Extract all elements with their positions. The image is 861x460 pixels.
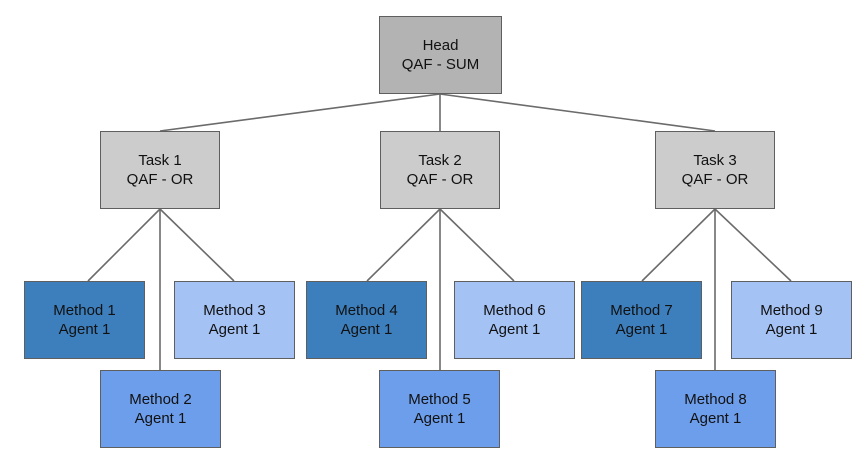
method-node-1: Method 1 Agent 1 <box>24 281 145 359</box>
method-node-agent: Agent 1 <box>413 410 466 427</box>
task-node-qaf: QAF - OR <box>406 171 474 188</box>
method-node-title: Method 4 <box>335 302 398 319</box>
connector-line <box>641 208 716 282</box>
connector-line <box>439 93 716 132</box>
method-node-8: Method 8 Agent 1 <box>655 370 776 448</box>
method-node-7: Method 7 Agent 1 <box>581 281 702 359</box>
connector-line <box>439 208 515 282</box>
connector-line <box>366 208 441 282</box>
method-node-agent: Agent 1 <box>134 410 187 427</box>
connector-line <box>87 208 161 282</box>
task-node-qaf: QAF - OR <box>681 171 749 188</box>
method-node-4: Method 4 Agent 1 <box>306 281 427 359</box>
method-node-6: Method 6 Agent 1 <box>454 281 575 359</box>
method-node-3: Method 3 Agent 1 <box>174 281 295 359</box>
connector-line <box>714 208 792 282</box>
method-node-title: Method 9 <box>760 302 823 319</box>
method-node-5: Method 5 Agent 1 <box>379 370 500 448</box>
method-node-agent: Agent 1 <box>488 321 541 338</box>
connector-line <box>159 208 235 282</box>
method-node-9: Method 9 Agent 1 <box>731 281 852 359</box>
method-node-agent: Agent 1 <box>58 321 111 338</box>
method-node-title: Method 5 <box>408 391 471 408</box>
method-node-agent: Agent 1 <box>208 321 261 338</box>
task-node-2: Task 2 QAF - OR <box>380 131 500 209</box>
method-node-title: Method 7 <box>610 302 673 319</box>
method-node-title: Method 8 <box>684 391 747 408</box>
connector-line <box>159 93 441 132</box>
method-node-agent: Agent 1 <box>340 321 393 338</box>
task-node-qaf: QAF - OR <box>126 171 194 188</box>
head-node-title: Head <box>422 37 459 54</box>
task-node-title: Task 2 <box>418 152 462 169</box>
task-node-3: Task 3 QAF - OR <box>655 131 775 209</box>
task-node-title: Task 1 <box>138 152 182 169</box>
method-node-title: Method 3 <box>203 302 266 319</box>
method-node-agent: Agent 1 <box>689 410 742 427</box>
method-node-agent: Agent 1 <box>765 321 818 338</box>
task-node-1: Task 1 QAF - OR <box>100 131 220 209</box>
method-node-title: Method 6 <box>483 302 546 319</box>
task-node-title: Task 3 <box>693 152 737 169</box>
head-node-qaf: QAF - SUM <box>401 56 480 73</box>
head-node: Head QAF - SUM <box>379 16 502 94</box>
method-node-title: Method 2 <box>129 391 192 408</box>
method-node-2: Method 2 Agent 1 <box>100 370 221 448</box>
method-node-title: Method 1 <box>53 302 116 319</box>
method-node-agent: Agent 1 <box>615 321 668 338</box>
